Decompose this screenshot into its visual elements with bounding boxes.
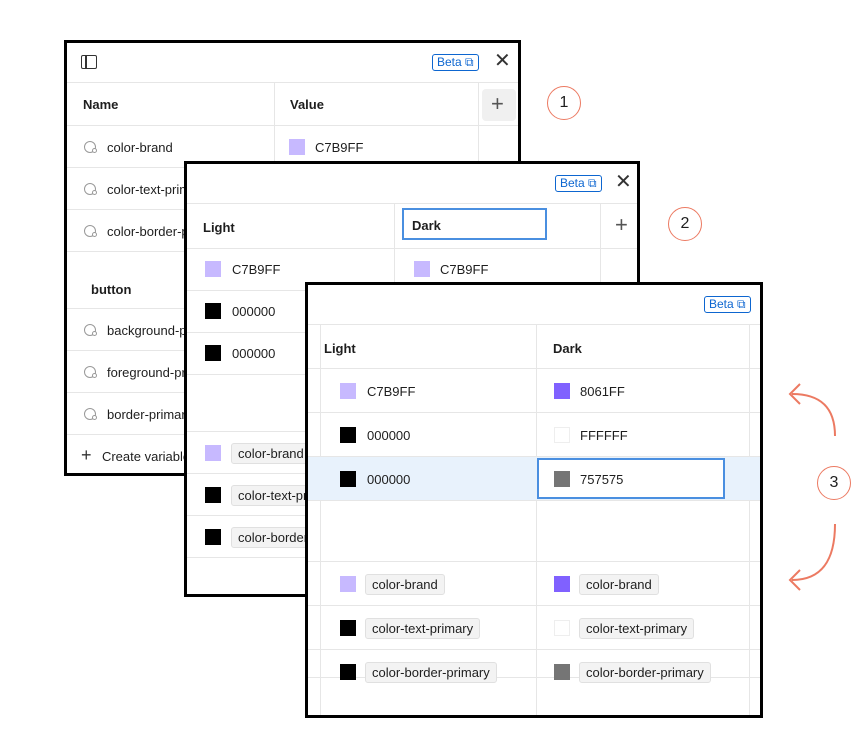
variable-value: C7B9FF	[315, 140, 364, 155]
close-icon[interactable]: ✕	[615, 171, 632, 193]
dark-value: C7B9FF	[440, 262, 489, 277]
light-value: 000000	[232, 346, 276, 361]
sidebar-toggle-icon[interactable]	[81, 55, 97, 69]
alias-chip[interactable]: color-brand	[579, 574, 659, 595]
palette-icon	[84, 324, 97, 336]
palette-icon	[84, 225, 97, 237]
color-swatch	[205, 487, 221, 503]
close-icon[interactable]: ✕	[494, 50, 511, 72]
add-mode-button[interactable]: +	[482, 89, 516, 121]
color-swatch	[554, 664, 570, 680]
add-mode-button[interactable]: +	[615, 212, 628, 237]
light-value: C7B9FF	[232, 262, 281, 277]
table-row[interactable]	[308, 606, 760, 650]
variable-name: background-pr	[107, 323, 191, 338]
variables-panel-3: Beta ⧉ Light Dark C7B9FF 8061FF 000000 F…	[305, 282, 763, 718]
color-swatch	[205, 529, 221, 545]
column-header-dark: Dark	[553, 341, 582, 356]
variable-name: border-primary	[107, 407, 193, 422]
palette-icon	[84, 141, 97, 153]
table-row[interactable]	[308, 369, 760, 413]
color-swatch	[554, 576, 570, 592]
light-value: C7B9FF	[367, 384, 416, 399]
color-swatch	[205, 261, 221, 277]
table-row[interactable]	[308, 650, 760, 678]
create-variable-button[interactable]: + Create variable	[81, 445, 191, 465]
color-swatch	[554, 383, 570, 399]
beta-badge[interactable]: Beta ⧉	[432, 54, 479, 71]
variable-name: foreground-pri	[107, 365, 189, 380]
step-badge-2: 2	[668, 207, 702, 241]
color-swatch	[554, 471, 570, 487]
alias-chip[interactable]: color-brand	[365, 574, 445, 595]
column-header-light: Light	[324, 341, 356, 356]
color-swatch	[205, 303, 221, 319]
column-header-light: Light	[203, 220, 235, 235]
dark-value: FFFFFF	[580, 428, 628, 443]
external-link-icon: ⧉	[737, 297, 746, 311]
dark-value-input[interactable]: 757575	[537, 458, 725, 499]
variable-name: color-border-p	[107, 224, 189, 239]
color-swatch	[340, 576, 356, 592]
palette-icon	[84, 408, 97, 420]
step-badge-1: 1	[547, 86, 581, 120]
color-swatch	[554, 427, 570, 443]
palette-icon	[84, 183, 97, 195]
color-swatch	[340, 620, 356, 636]
color-swatch	[340, 471, 356, 487]
color-swatch	[554, 620, 570, 636]
color-swatch	[205, 345, 221, 361]
plus-icon: +	[491, 91, 504, 116]
color-swatch	[289, 139, 305, 155]
alias-chip[interactable]: color-text-primary	[579, 618, 695, 639]
color-swatch	[340, 383, 356, 399]
alias-chip[interactable]: color-text-primary	[365, 618, 481, 639]
mode-name-input[interactable]: Dark	[402, 208, 547, 240]
variable-name: color-brand	[107, 140, 173, 155]
variable-name: color-text-prim	[107, 182, 191, 197]
alias-chip[interactable]: color-border-primary	[365, 662, 497, 683]
dark-value: 8061FF	[580, 384, 625, 399]
plus-icon: +	[81, 445, 92, 465]
alias-chip[interactable]: color-brand	[231, 443, 311, 464]
color-swatch	[205, 445, 221, 461]
color-swatch	[340, 664, 356, 680]
beta-badge[interactable]: Beta ⧉	[555, 175, 602, 192]
arrow-down-icon	[788, 523, 836, 591]
group-label: button	[91, 282, 132, 297]
external-link-icon: ⧉	[465, 55, 474, 69]
column-header-name: Name	[83, 97, 119, 112]
light-value: 000000	[232, 304, 276, 319]
light-value: 000000	[367, 472, 411, 487]
step-badge-3: 3	[817, 466, 851, 500]
alias-chip[interactable]: color-border-primary	[579, 662, 711, 683]
color-swatch	[340, 427, 356, 443]
column-header-value: Value	[290, 97, 324, 112]
beta-badge[interactable]: Beta ⧉	[704, 296, 751, 313]
light-value: 000000	[367, 428, 411, 443]
palette-icon	[84, 366, 97, 378]
external-link-icon: ⧉	[588, 176, 597, 190]
table-row[interactable]	[308, 562, 760, 606]
arrow-up-icon	[788, 383, 836, 437]
alias-chip[interactable]: color-border-	[231, 527, 320, 548]
color-swatch	[414, 261, 430, 277]
table-row[interactable]	[308, 413, 760, 457]
